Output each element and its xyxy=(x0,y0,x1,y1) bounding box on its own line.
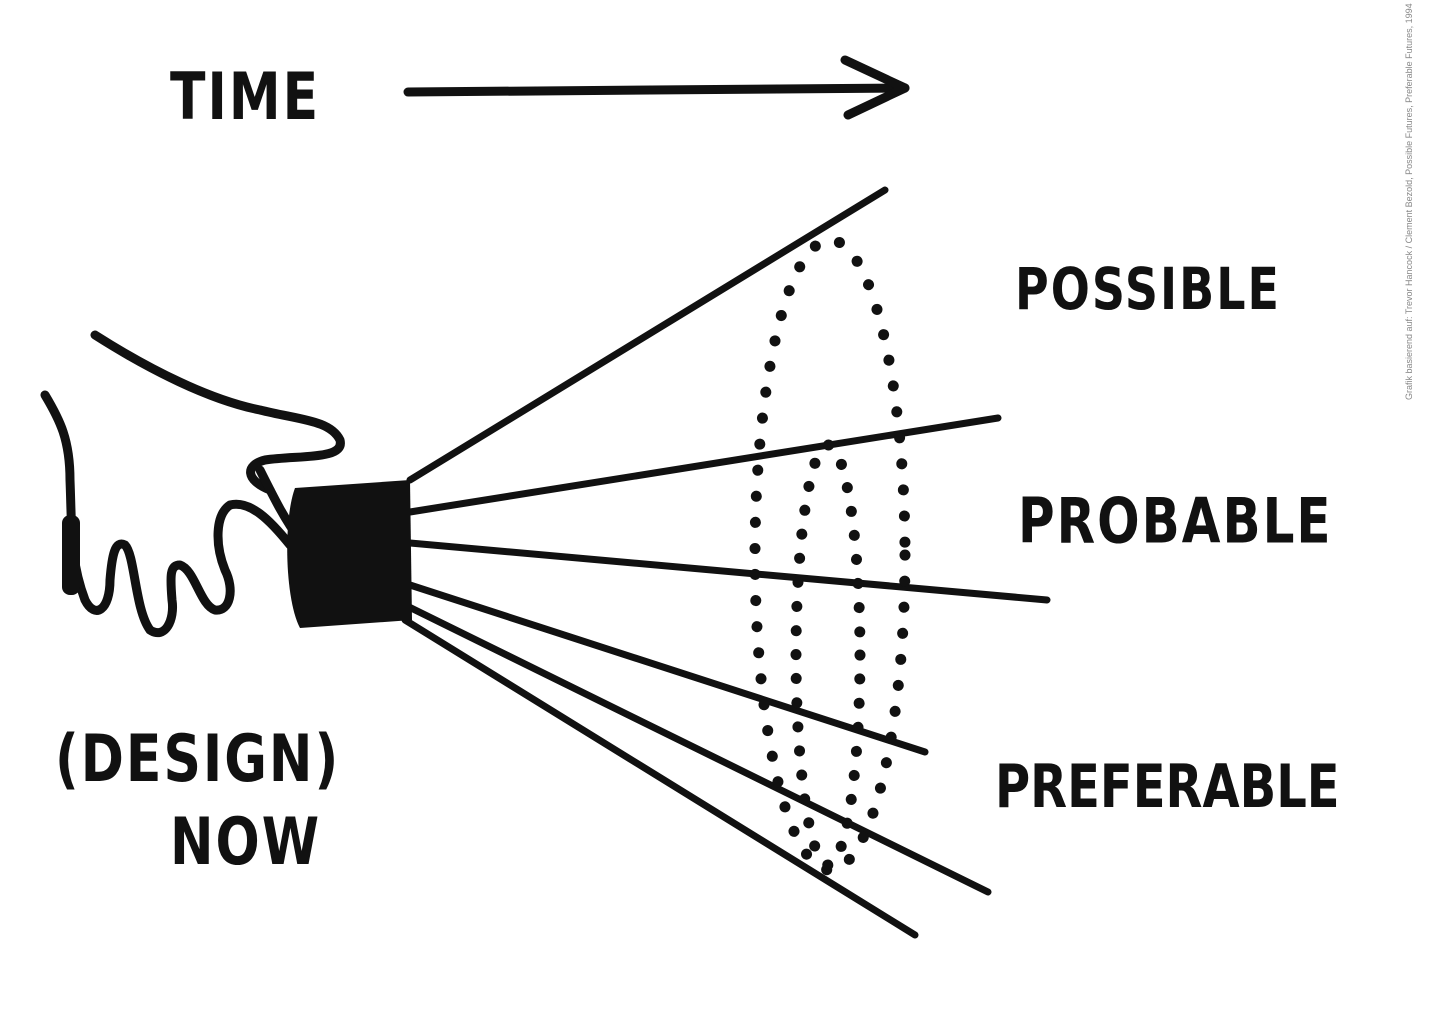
time-label: TIME xyxy=(170,60,321,135)
now-box xyxy=(62,515,80,595)
possible-label: POSSIBLE xyxy=(1015,255,1281,323)
source-caption: Grafik basierend auf: Trevor Hancock / C… xyxy=(1404,3,1414,400)
probable-label: PROBABLE xyxy=(1018,485,1333,558)
design-label: (DESIGN) xyxy=(55,722,341,797)
time-arrow xyxy=(403,55,910,120)
cone-lines xyxy=(401,186,1051,939)
possible-futures-ellipse xyxy=(749,234,911,876)
preferable-label: PREFERABLE xyxy=(995,752,1340,822)
now-label: NOW xyxy=(170,805,322,880)
preferable-futures-ellipse xyxy=(790,439,866,871)
design-now-box xyxy=(287,480,412,628)
